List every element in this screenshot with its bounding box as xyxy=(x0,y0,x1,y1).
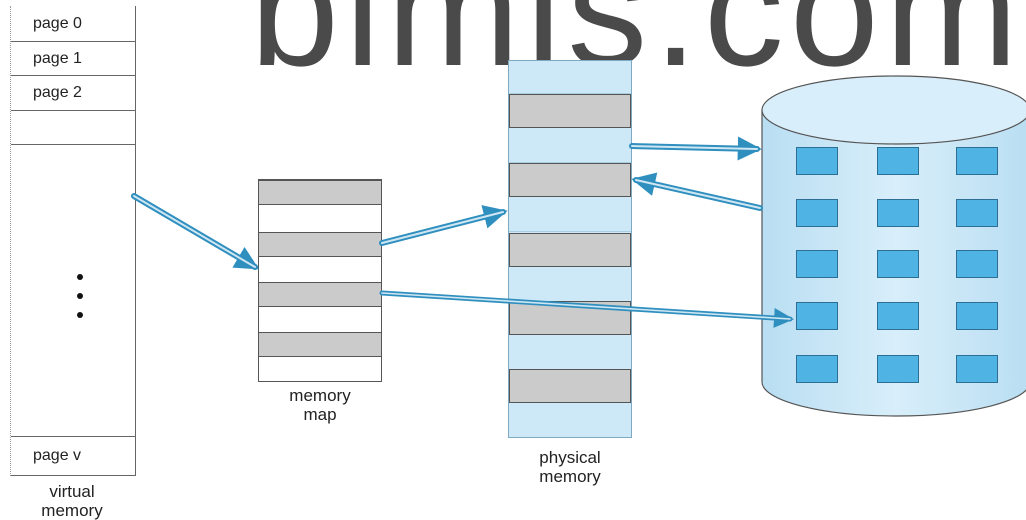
frame-band xyxy=(509,61,631,94)
disk-block xyxy=(956,355,998,383)
disk-block xyxy=(877,355,919,383)
memory-map-entry xyxy=(259,180,381,205)
physical-frame-used xyxy=(509,233,631,267)
physical-frame-used xyxy=(509,163,631,197)
vm-page-2-label: page 2 xyxy=(33,84,82,101)
physical-frame-used xyxy=(509,94,631,128)
vm-page-3 xyxy=(11,111,135,145)
virtual-memory-column: page 0 page 1 page 2 page v xyxy=(10,6,136,476)
disk-block xyxy=(956,199,998,227)
disk-block xyxy=(796,355,838,383)
memory-map-table xyxy=(258,179,382,382)
arrow-map-to-physical-highlight xyxy=(381,211,504,244)
disk-block xyxy=(877,199,919,227)
memory-map-label: memory map xyxy=(289,386,351,424)
frame-band xyxy=(509,128,631,163)
vm-page-0-label: page 0 xyxy=(33,14,82,32)
ellipsis-dots xyxy=(77,274,83,331)
disk-block xyxy=(877,147,919,175)
disk-block xyxy=(877,250,919,278)
physical-memory-column xyxy=(508,60,632,438)
disk-block xyxy=(796,199,838,227)
disk-block xyxy=(796,302,838,330)
arrow-map-to-disk-highlight xyxy=(381,292,791,320)
arrow-physical-to-disk-highlight xyxy=(631,145,758,150)
frame-band xyxy=(509,197,631,232)
vm-page-0: page 0 xyxy=(11,6,135,42)
memory-map-entry xyxy=(259,232,381,257)
physical-memory-label: physical memory xyxy=(539,448,601,486)
disk-block xyxy=(796,250,838,278)
vm-page-1-label: page 1 xyxy=(33,49,82,67)
disk-block xyxy=(877,302,919,330)
vm-page-v: page v xyxy=(11,436,135,476)
arrow-disk-to-physical-highlight xyxy=(635,179,761,209)
disk-block xyxy=(956,302,998,330)
memory-map-entry xyxy=(259,282,381,307)
disk-block xyxy=(956,147,998,175)
physical-frame-used xyxy=(509,369,631,403)
vm-page-1: page 1 xyxy=(11,42,135,76)
disk-block xyxy=(956,250,998,278)
watermark-text: bimls.com xyxy=(250,0,1025,99)
memory-map-entry xyxy=(259,332,381,357)
arrow-vm-to-map-highlight xyxy=(133,195,256,268)
vm-page-v-label: page v xyxy=(33,447,82,464)
vm-page-2: page 2 xyxy=(11,76,135,111)
disk-block xyxy=(796,147,838,175)
